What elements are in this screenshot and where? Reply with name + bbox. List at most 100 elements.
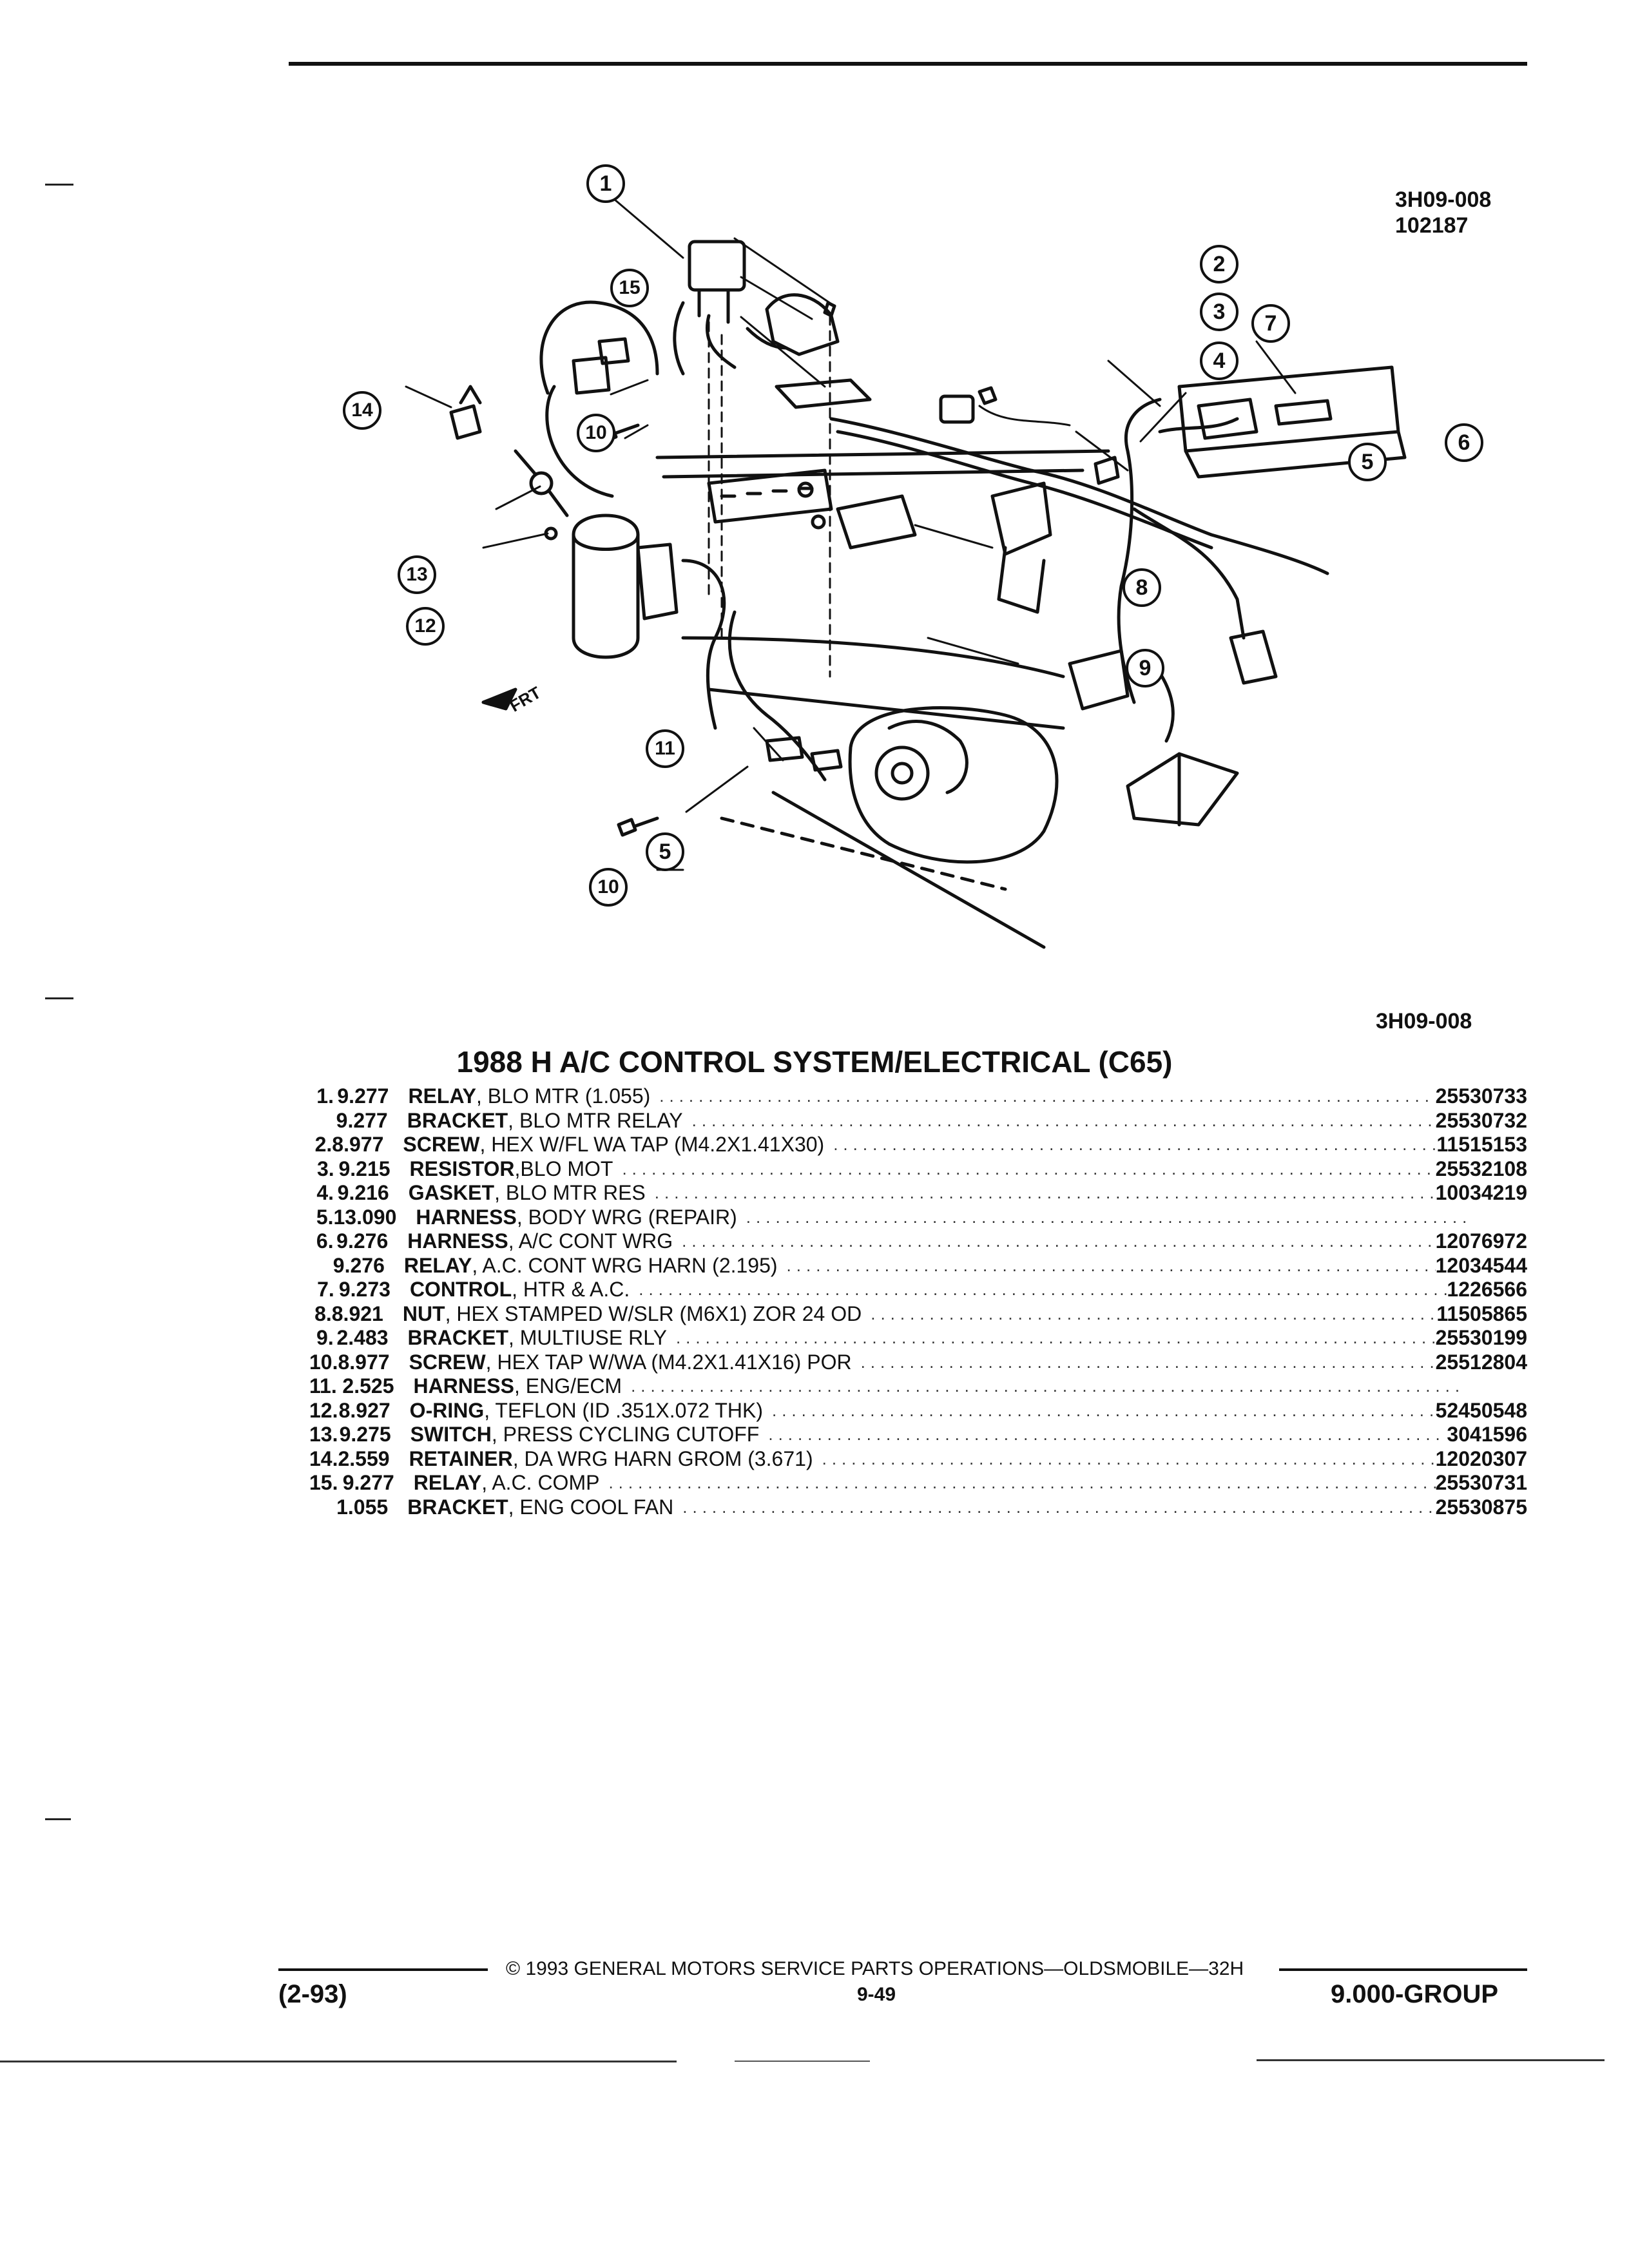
parts-list-title: 1988 H A/C CONTROL SYSTEM/ELECTRICAL (C6… [456,1045,1173,1079]
part-detail: , PRESS CYCLING CUTOFF [491,1423,760,1446]
part-detail: , A/C CONT WRG [508,1229,673,1253]
callout-6: 6 [1443,422,1485,466]
group-number: 9.275 [339,1423,391,1446]
part-number: 25512804 [1435,1350,1527,1374]
part-name: GASKET [408,1181,495,1204]
part-detail: , HEX STAMPED W/SLR (M6X1) ZOR 24 OD [445,1302,862,1325]
callout-10: 10 [575,412,617,457]
part-description: HARNESS, BODY WRG (REPAIR) [416,1206,1467,1230]
part-description: RETAINER, DA WRG HARN GROM (3.671) [409,1447,1436,1472]
part-detail: , BLO MTR RELAY [508,1108,683,1132]
dot-leader [778,1254,1436,1278]
part-number: 25530732 [1435,1108,1528,1132]
part-description: CONTROL, HTR & A.C. [410,1278,1447,1302]
scan-edge-line [0,2061,677,2062]
item-number: 10. [309,1350,338,1374]
margin-mark [45,997,73,999]
part-name: RETAINER [409,1446,513,1470]
group-number: 1.055 [336,1495,389,1519]
item-number: 9. [316,1326,334,1349]
callout-13: 13 [396,554,438,599]
figure-date: 102187 [1395,213,1469,238]
part-name: RELAY [403,1253,472,1277]
part-description: HARNESS, ENG/ECM [413,1374,1463,1399]
callout-4: 4 [1199,340,1240,385]
callout-14: 14 [342,390,383,434]
part-description: SWITCH, PRESS CYCLING CUTOFF [410,1423,1447,1447]
dot-leader [759,1423,1447,1447]
dot-leader [630,1278,1447,1302]
part-name: SWITCH [410,1423,492,1446]
part-detail: , ENG/ECM [514,1374,622,1398]
dot-leader [667,1326,1436,1350]
top-rule [289,62,1527,66]
scan-edge-line [735,2061,870,2062]
item-number: 1. [316,1084,334,1108]
callout-8: 8 [1121,567,1162,611]
group-number: 8.927 [338,1398,390,1422]
group-number: 9.277 [342,1471,394,1494]
part-number: 12034544 [1435,1253,1527,1277]
part-description: RESISTOR,BLO MOT [410,1157,1436,1182]
part-description: O-RING, TEFLON (ID .351X.072 THK) [410,1399,1436,1423]
callout-circle-icon [1123,568,1161,607]
diagram-drawing [405,191,1407,949]
callout-circle-icon [398,555,436,594]
callout-circle-icon [1445,423,1483,462]
item-number: 13. [309,1423,338,1446]
callout-circle-icon [1126,649,1164,687]
group-number: 9.277 [337,1084,389,1108]
part-description: BRACKET, ENG COOL FAN [407,1495,1435,1520]
item-number: 15. [309,1471,338,1494]
callout-9: 9 [1124,648,1166,692]
part-number: 25530875 [1435,1495,1527,1519]
part-name: SCREW [403,1133,480,1156]
margin-mark [45,1818,71,1820]
callout-circle-icon [1348,443,1387,481]
callout-11: 11 [644,728,686,773]
group-number: 9.276 [336,1229,389,1253]
footer-rule-left [278,1968,488,1971]
exploded-parts-diagram: 1 2 3 4 5 6 7 8 9 10 11 12 [322,148,1514,986]
callout-circle-icon [1200,293,1239,331]
part-name: BRACKET [407,1495,508,1519]
callout-circle-icon [1251,304,1290,343]
part-description: RELAY, BLO MTR (1.055) [408,1084,1435,1109]
page-number: 9-49 [857,1984,896,2005]
part-detail: , ENG COOL FAN [508,1495,674,1519]
item-number: 2. [314,1133,333,1156]
part-detail: , HTR & A.C. [512,1278,630,1301]
callout-circle-icon [589,868,628,907]
item-number: 3. [316,1157,334,1180]
part-name: NUT [402,1302,445,1325]
dot-leader [862,1302,1436,1327]
item-number: 4. [316,1181,334,1204]
dot-leader [673,1229,1436,1254]
part-description: SCREW, HEX W/FL WA TAP (M4.2X1.41X30) [403,1133,1436,1157]
part-description: BRACKET, BLO MTR RELAY [407,1109,1436,1133]
item-number: 12. [309,1398,338,1422]
part-detail: ,BLO MOT [514,1157,613,1180]
group-number: 2.559 [338,1446,390,1470]
group-number: 2.483 [336,1326,389,1349]
group-number: 2.525 [342,1374,394,1398]
callout-5-lower: 5 [644,831,686,876]
table-row: 12.8.927 O-RING, TEFLON (ID .351X.072 THK… [309,1399,1527,1423]
part-detail: , HEX W/FL WA TAP (M4.2X1.41X30) [479,1133,825,1156]
part-number: 3041596 [1447,1423,1527,1446]
part-detail: , HEX TAP W/WA (M4.2X1.41X16) POR [485,1350,852,1374]
part-detail: , DA WRG HARN GROM (3.671) [512,1446,813,1470]
figure-code: 3H09-008 [1395,187,1492,212]
part-description: GASKET, BLO MTR RES [409,1181,1436,1206]
part-number: 52450548 [1435,1398,1527,1422]
item-number: 7. [317,1278,334,1301]
item-number: 8. [314,1302,332,1325]
dot-leader [824,1133,1436,1157]
